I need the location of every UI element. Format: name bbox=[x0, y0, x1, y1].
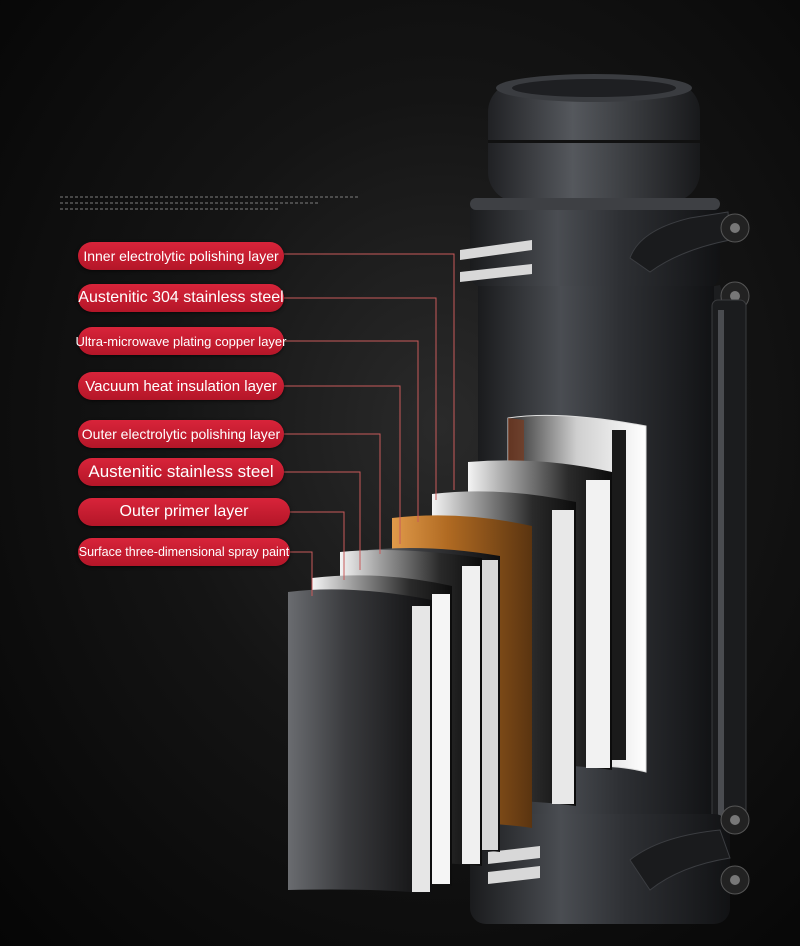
label-austenitic-304-stainless-steel: Austenitic 304 stainless steel bbox=[78, 284, 284, 312]
label-austenitic-stainless-steel: Austenitic stainless steel bbox=[78, 458, 284, 486]
layer-panel-outer bbox=[288, 589, 432, 894]
label-ultra-microwave-plating-copper-layer: Ultra-microwave plating copper layer bbox=[76, 327, 287, 355]
flask-cap bbox=[488, 74, 700, 202]
label-inner-electrolytic-polishing-layer: Inner electrolytic polishing layer bbox=[78, 242, 284, 270]
label-outer-electrolytic-polishing-layer: Outer electrolytic polishing layer bbox=[78, 420, 284, 448]
layer-panels bbox=[288, 414, 647, 894]
fine-print-text bbox=[60, 196, 380, 214]
flask-base bbox=[470, 805, 750, 924]
label-vacuum-heat-insulation-layer: Vacuum heat insulation layer bbox=[78, 372, 284, 400]
label-outer-primer-layer: Outer primer layer bbox=[78, 498, 290, 526]
label-surface-three-dimensional-spray-paint: Surface three-dimensional spray paint bbox=[78, 538, 290, 566]
leader-lines bbox=[284, 253, 455, 596]
